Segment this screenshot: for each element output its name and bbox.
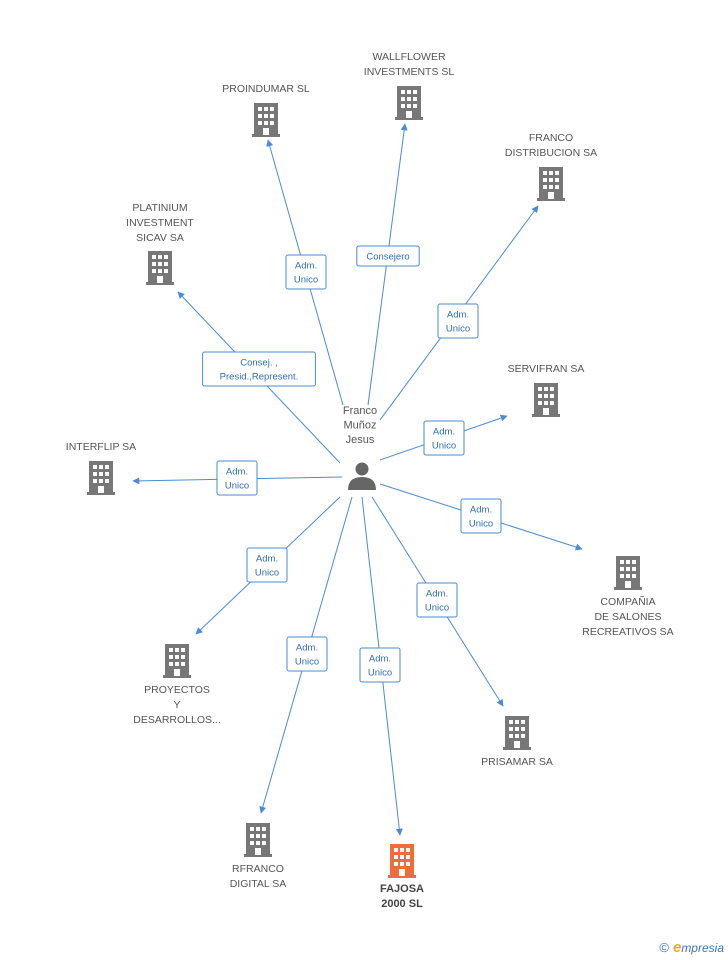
role-label-text: Adm. bbox=[426, 589, 448, 600]
nodes-layer: WALLFLOWER INVESTMENTS SL PROINDUMAR SL FRA… bbox=[66, 51, 674, 910]
building-icon bbox=[614, 556, 642, 590]
company-label: RECREATIVOS SA bbox=[582, 626, 673, 638]
company-node-wallflower[interactable]: WALLFLOWER INVESTMENTS SL bbox=[364, 51, 455, 120]
role-label-text: Adm. bbox=[256, 554, 278, 565]
role-label-box[interactable] bbox=[202, 351, 316, 387]
role-label-box[interactable] bbox=[246, 547, 288, 583]
role-label-text: Consej. , bbox=[240, 358, 278, 369]
company-node-prisamar[interactable]: PRISAMAR SA bbox=[481, 716, 553, 768]
company-label: PRISAMAR SA bbox=[481, 756, 553, 768]
company-node-proyectos[interactable]: PROYECTOS Y DESARROLLOS... bbox=[133, 644, 221, 726]
edge-proyectos: Adm. Unico bbox=[195, 496, 341, 635]
role-label-box[interactable] bbox=[285, 254, 327, 290]
building-icon bbox=[395, 86, 423, 120]
person-icon bbox=[355, 462, 369, 476]
footer-brand[interactable]: ©empresia bbox=[659, 939, 724, 956]
role-label-text: Adm. bbox=[369, 654, 391, 665]
company-label: PROINDUMAR SL bbox=[222, 83, 310, 95]
person-label: Muñoz bbox=[343, 420, 376, 432]
company-node-servifran[interactable]: SERVIFRAN SA bbox=[508, 363, 585, 417]
edge-servifran: Adm. Unico bbox=[379, 414, 508, 461]
building-icon bbox=[532, 383, 560, 417]
copyright-icon: © bbox=[659, 940, 669, 955]
role-label-text: Adm. bbox=[295, 261, 317, 272]
role-label-box[interactable] bbox=[423, 420, 465, 456]
role-label-text: Unico bbox=[255, 568, 279, 579]
company-node-franco-distribucion[interactable]: FRANCO DISTRIBUCION SA bbox=[505, 132, 597, 201]
company-label: FAJOSA bbox=[380, 883, 424, 895]
role-label-text: Unico bbox=[294, 275, 318, 286]
building-icon bbox=[87, 461, 115, 495]
role-label-text: Adm. bbox=[296, 643, 318, 654]
company-node-compania-salones[interactable]: COMPAÑIA DE SALONES RECREATIVOS SA bbox=[582, 556, 674, 638]
company-label: DE SALONES bbox=[594, 611, 661, 623]
role-label-box[interactable] bbox=[460, 498, 502, 534]
role-label-text: Unico bbox=[425, 603, 449, 614]
company-label: 2000 SL bbox=[381, 898, 423, 910]
role-label-text: Unico bbox=[225, 481, 249, 492]
role-label-box[interactable] bbox=[416, 582, 458, 618]
role-label-text: Adm. bbox=[470, 505, 492, 516]
role-label-text: Unico bbox=[368, 668, 392, 679]
building-icon bbox=[388, 844, 416, 878]
role-label-text: Presid.,Represent. bbox=[220, 372, 299, 383]
role-label-text: Unico bbox=[295, 657, 319, 668]
company-label: Y bbox=[173, 699, 180, 711]
edge-proindumar: Adm. Unico bbox=[266, 139, 344, 406]
role-label-box[interactable] bbox=[437, 303, 479, 339]
company-label: PLATINIUM bbox=[132, 202, 187, 214]
person-icon-body bbox=[348, 477, 376, 490]
role-label-box[interactable] bbox=[286, 636, 328, 672]
company-label: COMPAÑIA bbox=[600, 595, 655, 608]
edge-fajosa: Adm. Unico bbox=[359, 496, 403, 836]
edge-wallflower: Consejero bbox=[356, 123, 420, 406]
company-label: PROYECTOS bbox=[144, 684, 210, 696]
edge-compania-salones: Adm. Unico bbox=[379, 483, 583, 551]
building-icon bbox=[503, 716, 531, 750]
edge-prisamar: Adm. Unico bbox=[371, 496, 504, 707]
role-label-box[interactable] bbox=[356, 245, 420, 267]
brand-initial: e bbox=[672, 939, 682, 956]
building-icon bbox=[163, 644, 191, 678]
role-label-text: Adm. bbox=[226, 467, 248, 478]
company-node-rfranco[interactable]: RFRANCO DIGITAL SA bbox=[230, 823, 287, 890]
role-label-text: Unico bbox=[446, 324, 470, 335]
role-label-box[interactable] bbox=[359, 647, 401, 683]
company-label: SICAV SA bbox=[136, 232, 184, 244]
company-label: WALLFLOWER bbox=[372, 51, 446, 63]
company-label: RFRANCO bbox=[232, 863, 284, 875]
company-label: DISTRIBUCION SA bbox=[505, 147, 597, 159]
building-icon bbox=[252, 103, 280, 137]
role-label-text: Consejero bbox=[366, 252, 409, 263]
company-label: DIGITAL SA bbox=[230, 878, 287, 890]
company-label: INVESTMENT bbox=[126, 217, 194, 229]
company-label: INTERFLIP SA bbox=[66, 441, 136, 453]
person-label: Franco bbox=[343, 405, 377, 417]
building-icon bbox=[537, 167, 565, 201]
edge-franco-distribucion: Adm. Unico bbox=[379, 205, 539, 421]
company-label: FRANCO bbox=[529, 132, 573, 144]
company-node-interflip[interactable]: INTERFLIP SA bbox=[66, 441, 136, 495]
edge-interflip: Adm. Unico bbox=[132, 460, 343, 496]
company-node-proindumar[interactable]: PROINDUMAR SL bbox=[222, 83, 310, 137]
role-label-box[interactable] bbox=[216, 460, 258, 496]
role-label-text: Unico bbox=[469, 519, 493, 530]
company-node-platinium[interactable]: PLATINIUM INVESTMENT SICAV SA bbox=[126, 202, 194, 285]
edge-platinium: Consej. , Presid.,Represent. bbox=[177, 291, 341, 464]
company-label: SERVIFRAN SA bbox=[508, 363, 585, 375]
edge-rfranco: Adm. Unico bbox=[259, 496, 353, 814]
brand-name: mpresia bbox=[681, 941, 724, 955]
company-node-fajosa[interactable]: FAJOSA 2000 SL bbox=[380, 844, 424, 910]
role-label-text: Adm. bbox=[433, 427, 455, 438]
role-label-text: Adm. bbox=[447, 310, 469, 321]
company-label: INVESTMENTS SL bbox=[364, 66, 455, 78]
person-label: Jesus bbox=[346, 434, 375, 446]
role-label-text: Unico bbox=[432, 441, 456, 452]
building-icon bbox=[244, 823, 272, 857]
company-label: DESARROLLOS... bbox=[133, 714, 221, 726]
building-icon bbox=[146, 251, 174, 285]
